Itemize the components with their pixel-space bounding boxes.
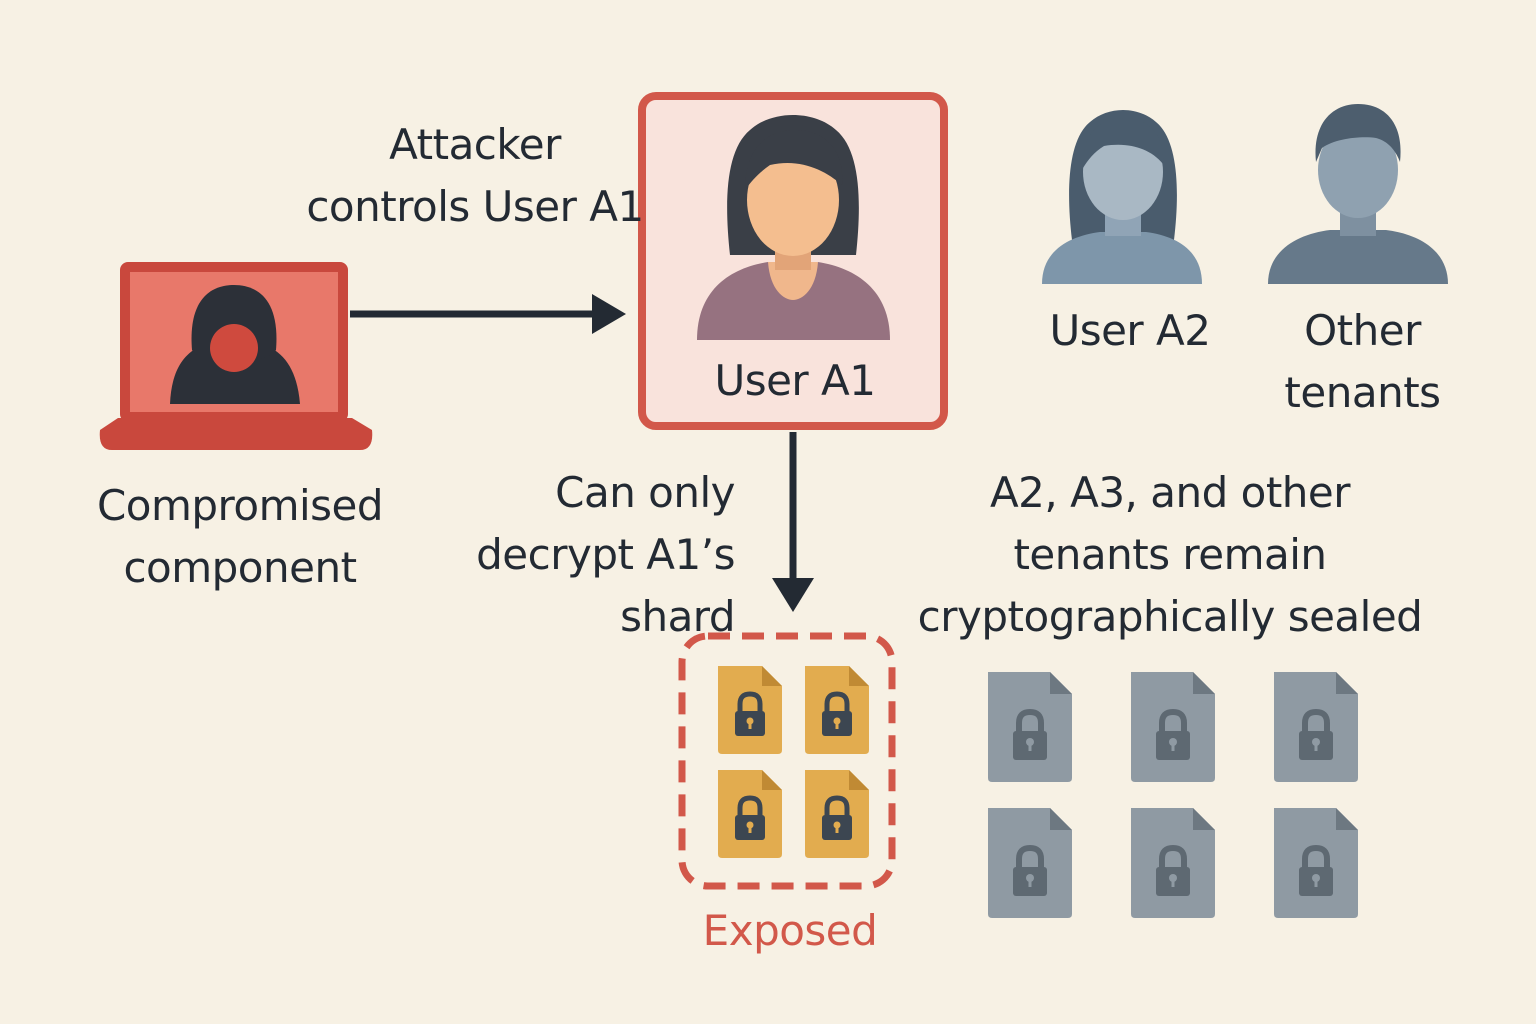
locked-file-icon [988, 672, 1072, 782]
locked-file-icon [1274, 808, 1358, 918]
decrypt-scope-line: shard [620, 592, 735, 641]
decrypt-scope-note: Can only decrypt A1’s shard [420, 462, 735, 648]
decrypt-arrow [772, 432, 814, 612]
sealed-note-line: tenants remain [1013, 530, 1327, 579]
exposed-zone [678, 632, 896, 890]
other-tenants-line: Other [1304, 306, 1421, 355]
other-tenants-line: tenants [1284, 368, 1441, 417]
user-a2-label-text: User A2 [1049, 306, 1211, 355]
woman-avatar-icon [697, 115, 890, 340]
man-avatar-icon [1268, 104, 1448, 284]
locked-file-icon [718, 770, 782, 858]
woman-avatar-icon [1042, 110, 1202, 284]
sealed-note-line: A2, A3, and other [989, 468, 1351, 517]
exposed-label-text: Exposed [702, 906, 878, 955]
locked-file-icon [805, 770, 869, 858]
hooded-attacker-laptop-icon [99, 262, 373, 450]
locked-file-icon [988, 808, 1072, 918]
compromised-component-label: Compromised component [70, 475, 410, 599]
locked-file-icon [805, 666, 869, 754]
attacker-note-line: Attacker [389, 120, 561, 169]
locked-file-icon [1131, 672, 1215, 782]
decrypt-scope-line: decrypt A1’s [476, 530, 735, 579]
attacker-note: Attacker controls User A1 [290, 114, 660, 238]
sealed-note: A2, A3, and other tenants remain cryptog… [880, 462, 1460, 648]
user-a1-label: User A1 [660, 350, 930, 412]
attacker-note-line: controls User A1 [306, 182, 644, 231]
compromised-label-line: component [123, 543, 357, 592]
locked-file-icon [1131, 808, 1215, 918]
control-arrow [350, 294, 626, 334]
other-tenants-label: Other tenants [1250, 300, 1475, 424]
exposed-label: Exposed [660, 900, 920, 962]
user-a1-label-text: User A1 [714, 356, 876, 405]
decrypt-scope-line: Can only [555, 468, 735, 517]
locked-file-icon [718, 666, 782, 754]
compromised-label-line: Compromised [96, 481, 384, 530]
user-a2-label: User A2 [1020, 300, 1240, 362]
sealed-note-line: cryptographically sealed [917, 592, 1423, 641]
locked-file-icon [1274, 672, 1358, 782]
